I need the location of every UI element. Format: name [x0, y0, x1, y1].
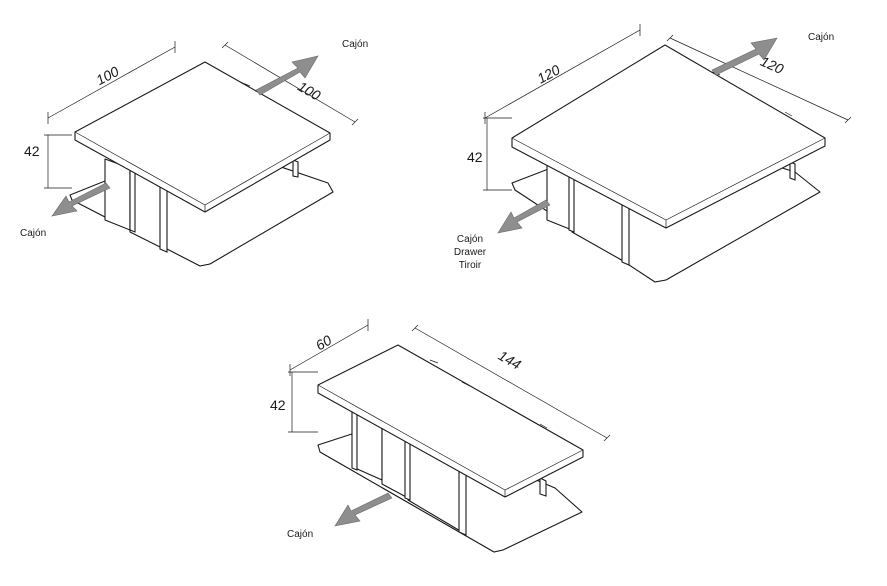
table-rect-144: 60 144 42 Cajón — [270, 319, 611, 553]
table1-drawer-label-bottom: Cajón — [20, 228, 46, 239]
table2-width-label: 120 — [758, 53, 786, 77]
table1-length-label: 100 — [93, 63, 121, 88]
table2-height-label: 42 — [467, 149, 483, 165]
table3-drawer-label: Cajón — [287, 529, 313, 540]
table3-length-label: 144 — [496, 347, 524, 373]
table2-length-label: 120 — [534, 61, 562, 86]
table1-width-label: 100 — [295, 78, 323, 104]
table2-drawer-label-line: Tiroir — [459, 260, 482, 271]
table2-drawer-label-line: Cajón — [457, 234, 483, 245]
table3-height-label: 42 — [270, 397, 286, 413]
table1-height-label: 42 — [24, 143, 40, 159]
table2-drawer-label-top: Cajón — [808, 32, 834, 43]
table2-drawer-label-line: Drawer — [454, 247, 487, 258]
table3-width-label: 60 — [313, 332, 335, 354]
table1-drawer-label-top: Cajón — [342, 39, 368, 50]
table-square-100: 100 100 42 Cajón Cajón — [20, 39, 368, 267]
